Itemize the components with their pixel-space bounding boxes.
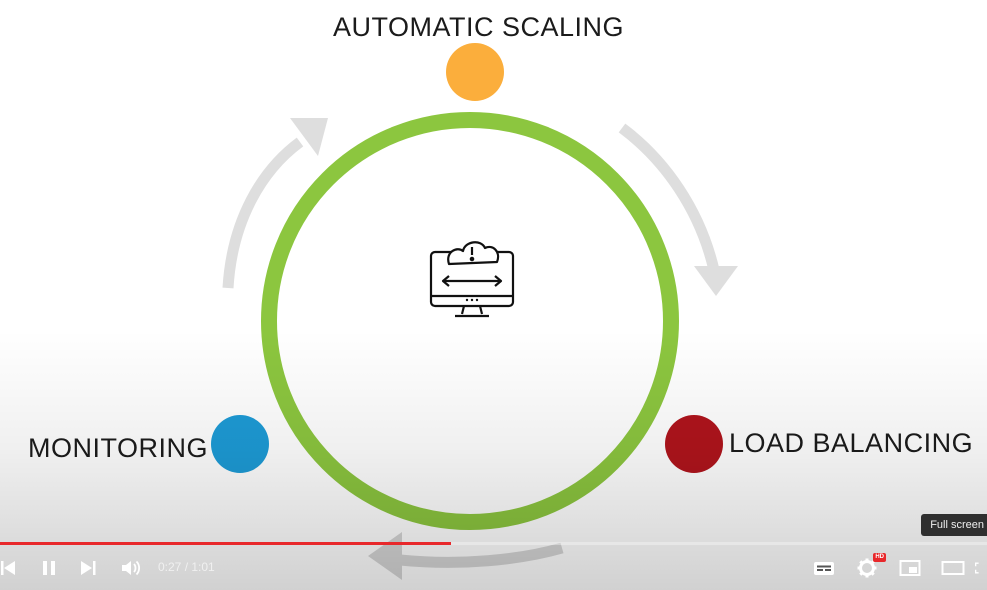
cycle-arrow-top-right: [618, 123, 720, 272]
cycle-arrow-top-left: [222, 137, 304, 289]
time-separator: /: [184, 560, 192, 574]
fullscreen-icon[interactable]: [975, 556, 987, 580]
theater-icon[interactable]: [940, 556, 966, 580]
automatic-scaling-label: AUTOMATIC SCALING: [333, 12, 625, 42]
time-current: 0:27: [158, 560, 182, 574]
hd-badge: HD: [873, 553, 886, 562]
load-balancing-dot: [665, 415, 723, 473]
progress-bar[interactable]: [0, 542, 987, 545]
previous-icon[interactable]: [0, 556, 20, 580]
miniplayer-icon[interactable]: [897, 556, 923, 580]
automatic-scaling-dot: [446, 43, 504, 101]
monitoring-label: MONITORING: [28, 433, 208, 463]
monitoring-dot: [211, 415, 269, 473]
cycle-arrow-top-left-head: [290, 118, 328, 156]
cycle-arrow-top-right-head: [694, 266, 738, 296]
time-total: 1:01: [191, 560, 215, 574]
load-balancing-label: LOAD BALANCING: [729, 428, 974, 458]
process-ring: [261, 112, 679, 530]
next-icon[interactable]: [76, 556, 102, 580]
progress-played: [0, 542, 452, 545]
pause-icon[interactable]: [36, 556, 62, 580]
cloud-monitor-icon: [429, 241, 515, 318]
gear-icon[interactable]: HD: [854, 553, 886, 580]
subtitles-icon[interactable]: [811, 556, 837, 580]
cycle-arrow-bottom: [399, 542, 564, 568]
fullscreen-tooltip: Full screen: [921, 514, 987, 536]
player-controls: 0:27 / 1:01 HD: [0, 542, 987, 590]
volume-icon[interactable]: [118, 556, 144, 580]
time-display: 0:27 / 1:01: [158, 560, 215, 574]
